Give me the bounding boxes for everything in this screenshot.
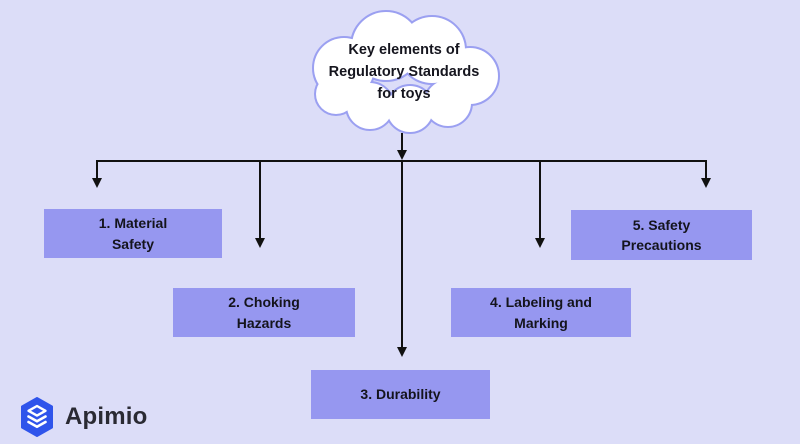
cloud-root-node: Key elements of Regulatory Standards for…: [298, 6, 510, 138]
brand-logo: Apimio: [18, 396, 148, 438]
node-choking-hazards: 2. Choking Hazards: [173, 288, 355, 337]
node-labeling-marking: 4. Labeling and Marking: [451, 288, 631, 337]
diagram-title: Key elements of Regulatory Standards for…: [328, 42, 480, 102]
brand-name: Apimio: [65, 403, 148, 430]
node-durability: 3. Durability: [311, 370, 490, 419]
apimio-cube-icon: [18, 396, 56, 438]
node-material-safety: 1. Material Safety: [44, 209, 222, 258]
node-safety-precautions: 5. Safety Precautions: [571, 210, 752, 260]
cloud-shape: [312, 10, 500, 134]
